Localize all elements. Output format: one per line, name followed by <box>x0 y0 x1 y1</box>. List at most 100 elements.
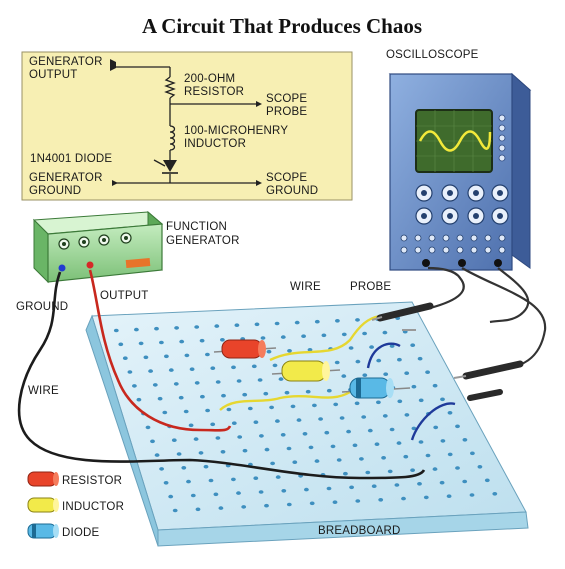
breadboard-hole[interactable] <box>274 321 280 326</box>
breadboard-hole[interactable] <box>205 352 210 357</box>
breadboard-hole[interactable] <box>145 425 151 430</box>
breadboard-hole[interactable] <box>417 356 423 361</box>
breadboard-hole[interactable] <box>301 334 306 339</box>
breadboard-hole[interactable] <box>199 338 205 343</box>
breadboard-hole[interactable] <box>264 447 270 452</box>
breadboard-hole[interactable] <box>173 382 179 386</box>
breadboard-hole[interactable] <box>371 484 377 489</box>
breadboard-hole[interactable] <box>231 365 236 370</box>
breadboard-hole[interactable] <box>462 438 468 442</box>
breadboard-hole[interactable] <box>374 442 380 447</box>
breadboard-hole[interactable] <box>382 330 388 335</box>
breadboard-hole[interactable] <box>477 465 483 469</box>
breadboard-hole[interactable] <box>280 335 286 339</box>
breadboard-hole[interactable] <box>418 398 424 403</box>
breadboard-hole[interactable] <box>321 333 327 338</box>
breadboard-hole[interactable] <box>184 353 190 358</box>
breadboard-hole[interactable] <box>163 481 169 485</box>
breadboard-hole[interactable] <box>269 405 274 410</box>
breadboard-hole[interactable] <box>113 328 119 333</box>
breadboard-hole[interactable] <box>280 433 286 437</box>
breadboard-hole[interactable] <box>423 495 429 500</box>
breadboard-hole[interactable] <box>181 466 187 470</box>
breadboard-hole[interactable] <box>215 436 221 440</box>
breadboard-hole[interactable] <box>214 324 220 328</box>
breadboard-hole[interactable] <box>433 425 439 430</box>
breadboard-hole[interactable] <box>418 440 424 444</box>
breadboard-hole[interactable] <box>159 467 165 471</box>
breadboard-hole[interactable] <box>404 413 410 417</box>
breadboard-hole[interactable] <box>330 444 336 449</box>
breadboard-hole[interactable] <box>159 340 164 345</box>
breadboard-hole[interactable] <box>425 453 431 458</box>
breadboard-hole[interactable] <box>470 451 475 456</box>
breadboard-hole[interactable] <box>275 419 280 423</box>
breadboard-hole[interactable] <box>152 383 158 387</box>
breadboard-hole[interactable] <box>195 507 201 512</box>
breadboard-hole[interactable] <box>305 389 311 394</box>
inductor-component[interactable] <box>271 360 341 382</box>
breadboard-hole[interactable] <box>210 422 216 427</box>
breadboard-hole[interactable] <box>394 483 400 487</box>
breadboard-hole[interactable] <box>203 464 209 469</box>
breadboard-hole[interactable] <box>234 323 240 328</box>
breadboard-hole[interactable] <box>157 396 163 401</box>
breadboard-hole[interactable] <box>432 467 438 471</box>
breadboard-hole[interactable] <box>334 360 340 365</box>
breadboard-hole[interactable] <box>208 478 214 483</box>
breadboard-hole[interactable] <box>324 430 330 435</box>
breadboard-hole[interactable] <box>272 363 278 368</box>
breadboard-hole[interactable] <box>237 435 243 439</box>
breadboard-hole[interactable] <box>242 392 248 397</box>
breadboard-hole[interactable] <box>355 499 361 503</box>
breadboard-hole[interactable] <box>270 461 275 466</box>
breadboard-hole[interactable] <box>455 466 460 470</box>
breadboard-hole[interactable] <box>440 439 446 443</box>
breadboard-hole[interactable] <box>332 500 338 505</box>
ground-probe[interactable] <box>453 360 524 401</box>
breadboard-hole[interactable] <box>326 486 332 491</box>
breadboard-hole[interactable] <box>346 429 351 434</box>
breadboard-hole[interactable] <box>174 326 180 330</box>
breadboard-hole[interactable] <box>220 450 226 454</box>
breadboard-hole[interactable] <box>432 383 438 388</box>
breadboard-hole[interactable] <box>382 414 388 418</box>
breadboard-hole[interactable] <box>251 364 257 369</box>
diode-component[interactable] <box>341 377 411 399</box>
breadboard-hole[interactable] <box>378 498 384 502</box>
breadboard-hole[interactable] <box>404 371 410 376</box>
breadboard-hole[interactable] <box>189 367 195 372</box>
breadboard-hole[interactable] <box>292 460 298 465</box>
breadboard-hole[interactable] <box>348 346 354 350</box>
breadboard-hole[interactable] <box>253 420 259 425</box>
breadboard-hole[interactable] <box>410 468 415 473</box>
breadboard-hole[interactable] <box>215 380 221 384</box>
breadboard-hole[interactable] <box>194 381 200 385</box>
breadboard-hole[interactable] <box>259 434 264 438</box>
breadboard-hole[interactable] <box>176 452 182 456</box>
breadboard-hole[interactable] <box>333 402 339 407</box>
breadboard-hole[interactable] <box>193 437 199 441</box>
breadboard-hole[interactable] <box>241 505 247 509</box>
breadboard-hole[interactable] <box>339 416 345 420</box>
breadboard-hole[interactable] <box>218 506 224 510</box>
breadboard-hole[interactable] <box>341 332 347 337</box>
breadboard-hole[interactable] <box>210 366 216 371</box>
breadboard-hole[interactable] <box>150 439 155 444</box>
breadboard-hole[interactable] <box>312 403 317 408</box>
breadboard-hole[interactable] <box>200 394 205 399</box>
breadboard-hole[interactable] <box>266 349 272 354</box>
breadboard-hole[interactable] <box>335 319 340 323</box>
breadboard-hole[interactable] <box>446 494 452 499</box>
breadboard-hole[interactable] <box>247 406 253 411</box>
breadboard-hole[interactable] <box>361 415 367 419</box>
breadboard-hole[interactable] <box>258 490 264 494</box>
breadboard-hole[interactable] <box>132 384 137 388</box>
breadboard-hole[interactable] <box>492 492 498 496</box>
breadboard-hole[interactable] <box>308 445 314 450</box>
breadboard-hole[interactable] <box>178 395 184 400</box>
breadboard-hole[interactable] <box>194 325 200 329</box>
breadboard-hole[interactable] <box>376 358 382 363</box>
breadboard-hole[interactable] <box>440 397 445 402</box>
breadboard-hole[interactable] <box>154 326 159 331</box>
